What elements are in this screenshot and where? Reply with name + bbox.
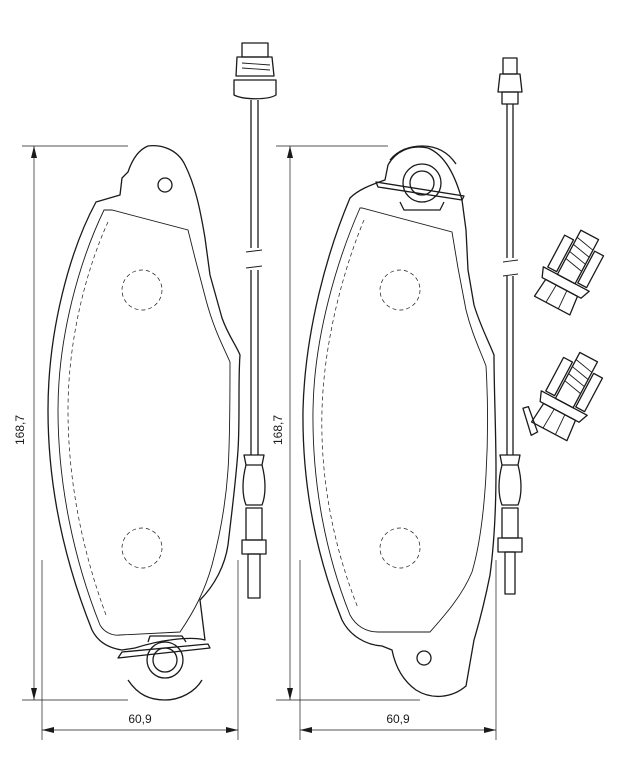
- guide-bolt-bottom: [522, 351, 604, 442]
- right-sensor-connector-top: [502, 57, 518, 75]
- left-pad-piston-top: [121, 269, 163, 311]
- left-height-dimension: 168,7: [13, 145, 128, 701]
- left-sensor-plug: [233, 79, 277, 100]
- left-pad-chamfer-line: [67, 221, 109, 616]
- left-sensor-connector-body: [235, 56, 275, 77]
- left-pad-backing-plate: [47, 144, 241, 651]
- left-width-label: 60,9: [128, 712, 152, 726]
- right-wear-sensor: [497, 57, 523, 595]
- right-pad-clip: [375, 145, 465, 211]
- right-sensor-plug: [501, 91, 519, 105]
- left-width-dimension: 60,9: [41, 560, 239, 740]
- right-pad-piston-bottom: [379, 527, 421, 569]
- right-brake-pad: [302, 145, 497, 697]
- left-pad-clip: [117, 635, 211, 701]
- right-pad-piston-top: [379, 269, 421, 311]
- left-sensor-tip: [245, 507, 263, 541]
- left-pad-friction-material: [57, 209, 231, 636]
- guide-bolt-top: [533, 229, 605, 316]
- left-pad-piston-bottom: [121, 527, 163, 569]
- left-height-label: 168,7: [13, 415, 27, 445]
- left-wear-sensor: [233, 42, 277, 599]
- right-sensor-tip: [501, 507, 519, 539]
- right-pad-chamfer-line: [321, 219, 365, 609]
- right-pad-friction-material: [312, 207, 488, 633]
- right-sensor-connector-body: [497, 73, 523, 93]
- right-height-label: 168,7: [271, 415, 285, 445]
- right-width-label: 60,9: [386, 712, 410, 726]
- right-height-dimension: 168,7: [271, 145, 420, 701]
- left-pad-mounting-hole: [157, 177, 173, 193]
- left-brake-pad: [47, 144, 241, 701]
- right-pad-mounting-hole: [416, 650, 432, 666]
- right-width-dimension: 60,9: [299, 560, 497, 740]
- right-pad-backing-plate: [302, 146, 497, 697]
- left-sensor-connector-top: [241, 42, 269, 58]
